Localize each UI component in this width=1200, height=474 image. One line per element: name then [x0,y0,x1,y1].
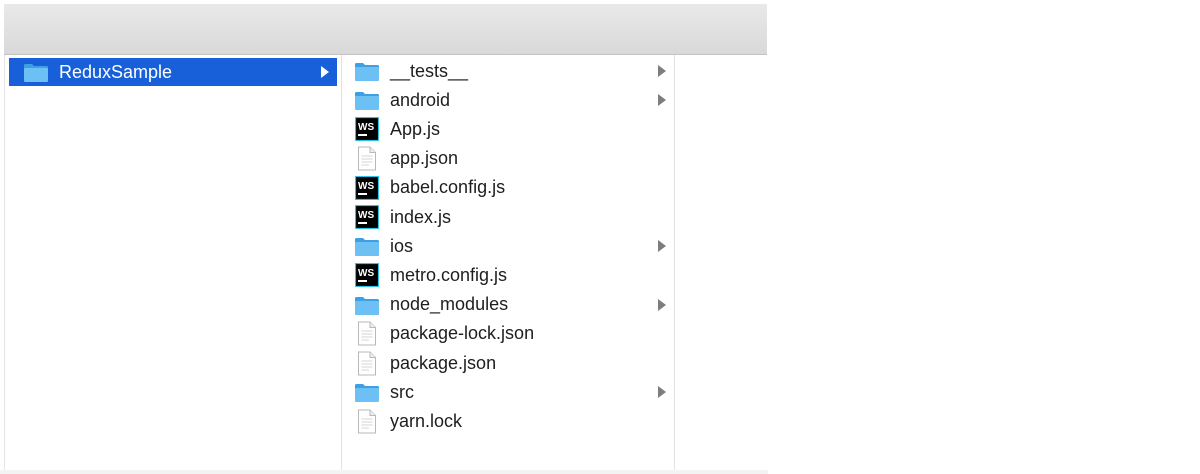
svg-text:WS: WS [358,210,374,221]
file-name: metro.config.js [390,264,508,285]
file-row[interactable]: package.json [342,349,674,377]
file-row[interactable]: WS App.js [342,115,674,143]
file-name: babel.config.js [390,177,506,198]
column-1[interactable]: ReduxSample [5,55,342,474]
file-row[interactable]: yarn.lock [342,407,674,435]
file-row[interactable]: node_modules [342,291,674,319]
bottom-strip [0,470,768,474]
file-row[interactable]: WS babel.config.js [342,174,674,202]
file-name: yarn.lock [390,410,463,431]
file-name: package-lock.json [390,323,535,344]
file-name: android [390,89,451,110]
file-name: ios [390,235,414,256]
file-name: src [390,381,414,402]
webstorm-file-icon: WS [352,175,382,201]
svg-text:WS: WS [358,181,374,192]
file-row[interactable]: WS index.js [342,203,674,231]
svg-text:WS: WS [358,122,374,133]
file-row[interactable]: WS metro.config.js [342,261,674,289]
chevron-right-icon [655,239,669,253]
webstorm-file-icon: WS [352,262,382,288]
document-icon [352,350,382,376]
file-name: node_modules [390,294,509,315]
file-row[interactable]: src [342,378,674,406]
file-name: App.js [390,118,441,139]
chevron-right-icon [655,385,669,399]
chevron-right-icon [655,64,669,78]
folder-icon [352,233,382,259]
file-row[interactable]: __tests__ [342,57,674,85]
column-3[interactable] [675,55,767,474]
folder-icon [352,379,382,405]
file-row[interactable]: android [342,86,674,114]
folder-icon [352,87,382,113]
file-name: index.js [390,206,452,227]
chevron-right-icon [655,93,669,107]
file-name: package.json [390,352,497,373]
toolbar [4,4,767,55]
file-row[interactable]: app.json [342,145,674,173]
folder-icon [21,59,51,85]
folder-icon [352,292,382,318]
file-name: ReduxSample [59,61,173,82]
document-icon [352,321,382,347]
webstorm-file-icon: WS [352,204,382,230]
window-left-edge [4,55,5,474]
file-name: app.json [390,148,459,169]
file-row[interactable]: package-lock.json [342,320,674,348]
webstorm-file-icon: WS [352,116,382,142]
file-row[interactable]: ios [342,232,674,260]
document-icon [352,146,382,172]
chevron-right-icon [318,65,332,79]
folder-icon [352,58,382,84]
chevron-right-icon [655,298,669,312]
file-row[interactable]: ReduxSample [9,58,337,86]
svg-text:WS: WS [358,268,374,279]
document-icon [352,408,382,434]
file-name: __tests__ [390,60,469,81]
